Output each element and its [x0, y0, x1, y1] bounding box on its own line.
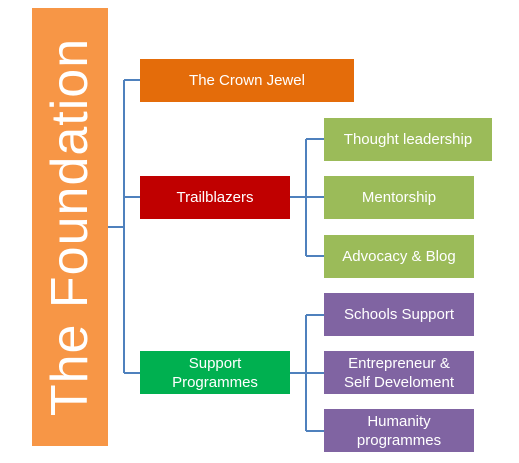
- root-node-the-foundation: [32, 8, 108, 446]
- node-advocacy-blog: Advocacy & Blog: [324, 235, 474, 278]
- node-entrepreneur-self-development-label: Entrepreneur & Self Develoment: [343, 354, 455, 391]
- node-the-crown-jewel: The Crown Jewel: [140, 59, 354, 102]
- node-humanity-programmes-label: Humanity programmes: [356, 412, 442, 449]
- node-trailblazers: Trailblazers: [140, 176, 290, 219]
- node-humanity-programmes: Humanity programmes: [324, 409, 474, 452]
- node-mentorship: Mentorship: [324, 176, 474, 219]
- node-schools-support: Schools Support: [324, 293, 474, 336]
- node-thought-leadership: Thought leadership: [324, 118, 492, 161]
- node-trailblazers-label: Trailblazers: [176, 189, 254, 206]
- node-support-programmes-label: Support Programmes: [172, 354, 258, 391]
- node-thought-leadership-label: Thought leadership: [343, 131, 473, 148]
- node-advocacy-blog-label: Advocacy & Blog: [342, 248, 456, 265]
- node-entrepreneur-self-development: Entrepreneur & Self Develoment: [324, 351, 474, 394]
- node-support-programmes: Support Programmes: [140, 351, 290, 394]
- node-the-crown-jewel-label: The Crown Jewel: [189, 72, 305, 89]
- node-mentorship-label: Mentorship: [361, 189, 437, 206]
- node-schools-support-label: Schools Support: [343, 306, 455, 323]
